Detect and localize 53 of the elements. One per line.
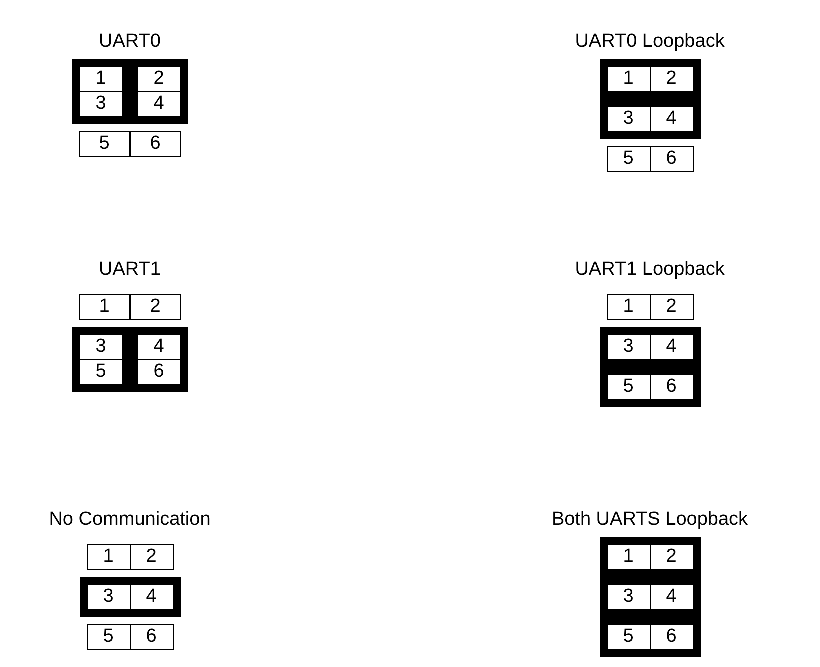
pin-cell: 4 <box>137 334 181 360</box>
pin-cell: 6 <box>650 374 694 400</box>
jumper-block <box>600 326 700 367</box>
pin-cell: 3 <box>86 584 130 610</box>
pin-cell: 5 <box>86 624 130 650</box>
pin-cell: 4 <box>650 584 694 610</box>
pin-cell: 6 <box>650 624 694 650</box>
config-title: No Communication <box>49 508 211 532</box>
jumper-block <box>600 616 700 657</box>
jumper-block <box>600 58 700 99</box>
pin-cell: 2 <box>650 294 694 320</box>
jumper-block <box>600 98 700 139</box>
pin-cell: 4 <box>650 106 694 132</box>
pin-cell: 4 <box>650 334 694 360</box>
pin-cell: 5 <box>79 130 130 157</box>
pin-cell: 1 <box>606 66 650 92</box>
pin-cell: 3 <box>79 334 123 360</box>
pin-cell: 6 <box>130 624 174 650</box>
pin-cell: 6 <box>130 130 181 157</box>
pin-cell: 4 <box>137 90 181 117</box>
pin-cell: 5 <box>606 374 650 400</box>
jumper-block <box>72 326 130 392</box>
config-title: UART0 <box>99 30 161 54</box>
pin-cell: 3 <box>606 334 650 360</box>
pin-cell: 2 <box>650 66 694 92</box>
jumper-block <box>80 576 180 617</box>
pin-cell: 1 <box>86 544 130 570</box>
pin-cell: 3 <box>606 584 650 610</box>
pin-cell: 2 <box>130 294 181 320</box>
pin-cell: 1 <box>606 294 650 320</box>
pin-cell: 2 <box>130 544 174 570</box>
pin-cell: 1 <box>79 294 130 320</box>
pin-cell: 2 <box>650 544 694 570</box>
pin-cell: 2 <box>137 66 181 92</box>
config-title: Both UARTS Loopback <box>552 508 748 532</box>
jumper-block <box>130 58 188 124</box>
config-title: UART1 Loopback <box>575 258 725 282</box>
pin-cell: 3 <box>606 106 650 132</box>
jumper-block <box>72 58 130 124</box>
pin-cell: 6 <box>137 358 181 385</box>
pin-cell: 5 <box>606 146 650 172</box>
pin-cell: 6 <box>650 146 694 172</box>
pin-cell: 3 <box>79 90 123 117</box>
jumper-block <box>600 366 700 407</box>
config-title: UART0 Loopback <box>575 30 725 54</box>
pin-cell: 5 <box>606 624 650 650</box>
pin-cell: 1 <box>79 66 123 92</box>
pin-cell: 5 <box>79 358 123 385</box>
jumper-block <box>130 326 188 392</box>
pin-cell: 4 <box>130 584 174 610</box>
pin-cell: 1 <box>606 544 650 570</box>
jumper-block <box>600 536 700 577</box>
config-title: UART1 <box>99 258 161 282</box>
